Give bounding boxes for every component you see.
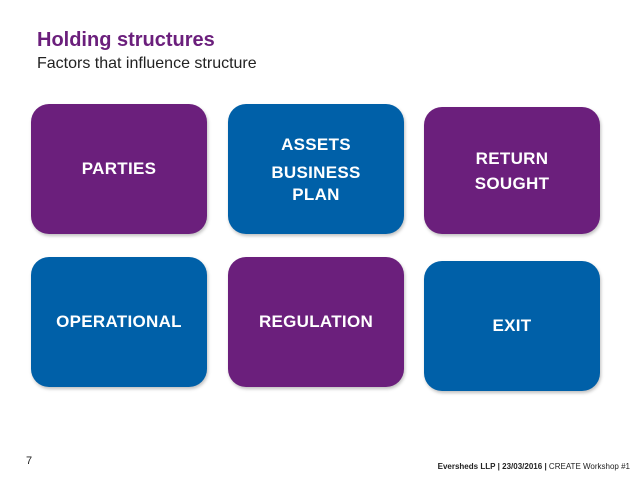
footer-date: 23/03/2016	[502, 462, 543, 471]
tile-regulation: REGULATION	[228, 257, 404, 387]
footer-separator: |	[497, 462, 500, 471]
tile-regulation-label: REGULATION	[258, 312, 374, 331]
footer: Eversheds LLP | 23/03/2016 | CREATE Work…	[438, 462, 630, 471]
tile-exit: EXIT	[424, 261, 600, 391]
tile-parties-label: PARTIES	[81, 159, 157, 178]
slide-title: Holding structures	[37, 29, 215, 51]
tile-sought-label: SOUGHT	[474, 173, 550, 193]
tile-assets-label: ASSETS	[281, 135, 351, 154]
tile-exit-label: EXIT	[492, 316, 532, 335]
footer-company: Eversheds LLP	[437, 462, 496, 471]
footer-event: CREATE Workshop #1	[548, 462, 630, 471]
tile-return-label: RETURN	[475, 148, 549, 168]
page-number: 7	[26, 455, 33, 467]
tile-operational: OPERATIONAL	[31, 257, 207, 387]
tile-plan-label: PLAN	[292, 185, 340, 204]
slide-subtitle: Factors that influence structure	[37, 55, 257, 72]
tile-parties: PARTIES	[31, 104, 207, 234]
footer-separator: |	[544, 462, 547, 471]
tile-business-label: BUSINESS	[271, 163, 361, 182]
tile-assets-business-plan: ASSETS BUSINESS PLAN	[228, 104, 404, 234]
tile-return-sought: RETURN SOUGHT	[424, 107, 600, 234]
tile-operational-label: OPERATIONAL	[56, 312, 182, 331]
